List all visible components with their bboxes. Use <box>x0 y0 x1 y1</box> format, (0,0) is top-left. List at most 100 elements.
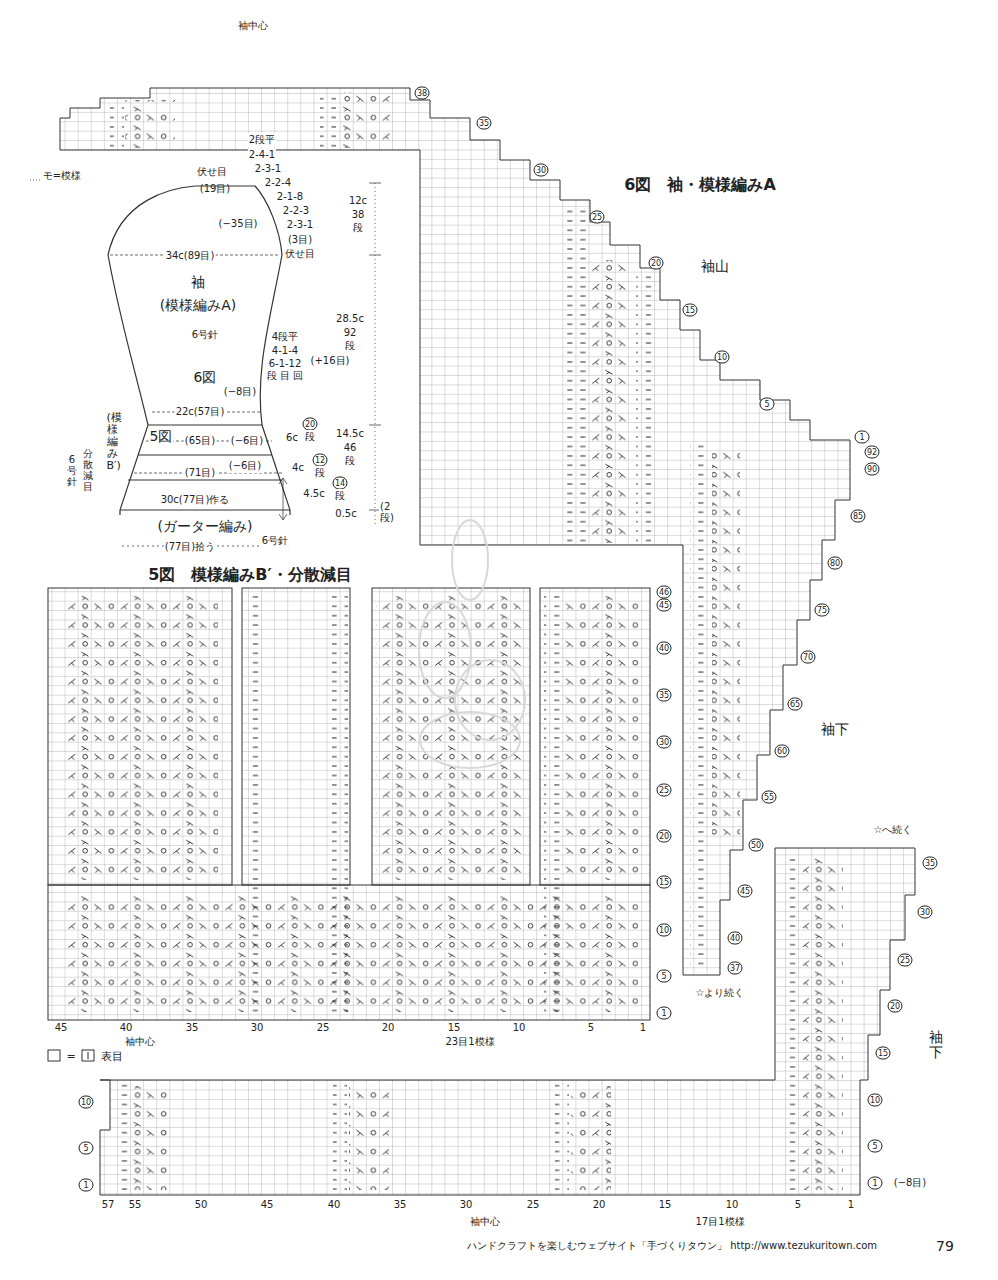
row-number: 20 <box>657 830 672 843</box>
annotation: 段 目 回 <box>266 369 304 383</box>
annotation: 10 <box>512 1022 527 1033</box>
annotation: (模様編みB′) <box>106 412 119 472</box>
annotation: 30 <box>459 1199 474 1210</box>
annotation: ☆より続く <box>695 986 746 1000</box>
annotation: 14.5c <box>335 428 365 439</box>
annotation: (65目) <box>184 434 217 448</box>
annotation: 23目1模様 <box>444 1035 495 1049</box>
annotation: (−6目) <box>230 434 265 448</box>
annotation: 12c <box>348 195 368 206</box>
row-number: 15 <box>876 1047 891 1060</box>
legend-text: 表目 <box>100 1049 124 1064</box>
annotation: 45 <box>54 1022 69 1033</box>
annotation: 2-3-1 <box>286 219 314 230</box>
annotation: 段 <box>352 221 364 235</box>
row-number: 35 <box>923 857 938 870</box>
row-number: 5 <box>657 970 672 983</box>
annotation: モ=模様 <box>42 169 82 183</box>
sleeve-text: 6図 <box>194 369 217 387</box>
annotation: 段 <box>304 430 316 444</box>
row-number: 15 <box>657 876 672 889</box>
annotation: 17目1模様 <box>694 1215 745 1229</box>
annotation: 袖山 <box>700 258 730 276</box>
annotation: (19目) <box>199 182 232 196</box>
annotation: 25 <box>526 1199 541 1210</box>
row-number: 92 <box>865 446 880 459</box>
chart-title: 5図 模様編みB′・分散減目 <box>147 565 353 586</box>
annotation: 92 <box>343 327 358 338</box>
annotation: 10 <box>725 1199 740 1210</box>
row-number: 45 <box>657 599 672 612</box>
annotation: ☆へ続く <box>873 823 914 837</box>
annotation: 伏せ目 <box>284 247 316 261</box>
annotation: 15 <box>447 1022 462 1033</box>
row-number: 25 <box>657 784 672 797</box>
row-number: 90 <box>865 463 880 476</box>
annotation: 6c <box>285 432 299 443</box>
annotation: 2段平 <box>248 133 276 147</box>
annotation: 0.5c <box>334 508 357 519</box>
annotation: 袖中心 <box>469 1215 501 1229</box>
annotation: 30 <box>250 1022 265 1033</box>
annotation: 79 <box>935 1238 955 1254</box>
annotation: (−6目) <box>228 459 263 473</box>
row-number: 85 <box>851 510 866 523</box>
annotation: 2-3-1 <box>254 163 282 174</box>
row-number: 1 <box>855 431 870 444</box>
row-number: 37 <box>728 962 743 975</box>
sleeve-schematic: 袖(模様編みA)6号針6図 <box>106 183 296 515</box>
annotation: (ガーター編み) <box>157 518 254 536</box>
row-number: 10 <box>868 1094 883 1107</box>
row-number: 30 <box>657 736 672 749</box>
annotation: 15 <box>658 1199 673 1210</box>
annotation: (3目) <box>287 233 313 247</box>
annotation: 2-4-1 <box>248 149 276 160</box>
annotation: 22c(57目) <box>175 405 226 419</box>
annotation: (−35目) <box>218 217 259 231</box>
annotation: (−8目) <box>893 1176 928 1190</box>
row-number: 10 <box>715 351 730 364</box>
annotation: 40 <box>119 1022 134 1033</box>
annotation: 35 <box>393 1199 408 1210</box>
row-number: 12 <box>313 454 328 467</box>
annotation: ハンドクラフトを楽しむウェブサイト「手づくりタウン」 http://www.te… <box>466 1239 878 1253</box>
row-number: 30 <box>918 906 933 919</box>
row-number: 30 <box>534 164 549 177</box>
annotation: 30c(77目)作る <box>160 493 231 507</box>
annotation: 袖下 <box>928 1030 944 1061</box>
annotation: 4段平 <box>271 330 299 344</box>
row-number: 20 <box>888 1000 903 1013</box>
annotation: 5 <box>794 1199 802 1210</box>
row-number: 65 <box>788 698 803 711</box>
row-number: 45 <box>738 885 753 898</box>
row-number: 35 <box>657 689 672 702</box>
annotation: 50 <box>194 1199 209 1210</box>
annotation: 6号針 <box>66 454 78 487</box>
row-number: 38 <box>415 87 430 100</box>
annotation: 6-1-12 <box>268 358 303 369</box>
row-number: 25 <box>590 211 605 224</box>
annotation: 6号針 <box>261 534 289 548</box>
row-number: 40 <box>657 642 672 655</box>
annotation: 段 <box>334 489 346 503</box>
annotation: = <box>65 1050 76 1063</box>
row-number: 5 <box>868 1140 883 1153</box>
row-number: 25 <box>898 954 913 967</box>
annotation: 袖中心 <box>237 19 269 33</box>
row-number: 35 <box>477 117 492 130</box>
annotation: 28.5c <box>335 313 365 324</box>
annotation: 伏せ目 <box>196 165 228 179</box>
row-number: 40 <box>728 932 743 945</box>
row-number: 75 <box>815 604 830 617</box>
annotation: 4.5c <box>302 488 325 499</box>
row-number: 15 <box>683 304 698 317</box>
annotation: 5図 <box>149 428 174 446</box>
row-number: 70 <box>801 651 816 664</box>
row-number: 10 <box>657 924 672 937</box>
annotation: 34c(89目) <box>165 249 216 263</box>
annotation: (+16目) <box>310 354 351 368</box>
annotation: 2-1-8 <box>276 191 304 202</box>
annotation: 2-2-3 <box>282 205 310 216</box>
row-number: 5 <box>79 1142 94 1155</box>
